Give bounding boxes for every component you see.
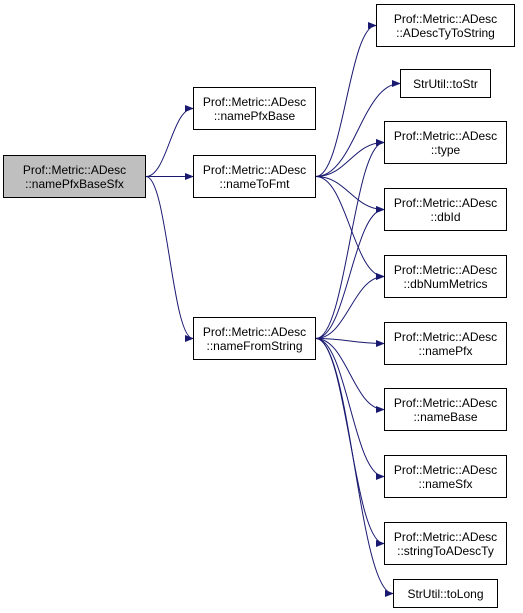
edge-nameFromString-to-dbNumMetrics [315,272,385,339]
node-dbNumMetrics[interactable]: Prof::Metric::ADesc ::dbNumMetrics [384,255,507,298]
node-toLong-line1: StrUtil::toLong [407,586,484,601]
node-nameBase-line1: Prof::Metric::ADesc [393,395,498,410]
edge-root-to-nameFromString [145,176,194,343]
edge-root-to-namePfxBase [145,104,194,177]
node-namePfx-line1: Prof::Metric::ADesc [393,329,498,344]
node-stringToADescTy[interactable]: Prof::Metric::ADesc ::stringToADescTy [384,522,507,565]
node-namePfx-line2: ::namePfx [418,343,473,358]
node-namePfxBase-line2: ::namePfxBase [213,108,296,123]
node-ADescTyToString[interactable]: Prof::Metric::ADesc ::ADescTyToString [376,4,515,47]
edge-nameToFmt-to-type [315,138,385,177]
edge-nameFromString-to-nameSfx [315,338,385,481]
node-ADescTyToString-line1: Prof::Metric::ADesc [393,11,498,26]
node-dbId-line2: ::dbId [430,209,461,224]
node-nameSfx[interactable]: Prof::Metric::ADesc ::nameSfx [384,455,507,498]
node-nameToFmt-line2: ::nameToFmt [219,176,290,191]
node-stringToADescTy-line2: ::stringToADescTy [397,543,494,558]
edge-nameToFmt-to-dbNumMetrics [315,176,385,281]
node-root-line1: Prof::Metric::ADesc [22,162,127,177]
node-nameSfx-line2: ::nameSfx [418,476,473,491]
node-nameBase[interactable]: Prof::Metric::ADesc ::nameBase [384,388,507,431]
node-nameFromString-line1: Prof::Metric::ADesc [202,324,307,339]
node-type-line2: ::type [430,142,461,157]
node-stringToADescTy-line1: Prof::Metric::ADesc [393,529,498,544]
node-namePfx[interactable]: Prof::Metric::ADesc ::namePfx [384,322,507,365]
edge-nameFromString-to-namePfx [315,338,385,348]
edge-nameFromString-to-toLong [315,338,394,598]
node-namePfxBase-line1: Prof::Metric::ADesc [202,94,307,109]
node-dbNumMetrics-line2: ::dbNumMetrics [403,276,488,291]
edge-nameFromString-to-nameBase [315,338,385,414]
node-toStr[interactable]: StrUtil::toStr [400,69,491,98]
node-ADescTyToString-line2: ::ADescTyToString [396,25,495,40]
node-nameToFmt[interactable]: Prof::Metric::ADesc ::nameToFmt [193,155,316,198]
node-type-line1: Prof::Metric::ADesc [393,128,498,143]
edge-nameToFmt-to-toStr [315,79,401,177]
node-toStr-line1: StrUtil::toStr [413,76,478,91]
node-type[interactable]: Prof::Metric::ADesc ::type [384,121,507,164]
node-root-line2: ::namePfxBaseSfx [25,176,124,191]
node-nameBase-line2: ::nameBase [413,409,478,424]
edge-nameFromString-to-dbId [315,205,385,339]
node-nameFromString[interactable]: Prof::Metric::ADesc ::nameFromString [193,317,316,360]
node-root-namePfxBaseSfx: Prof::Metric::ADesc ::namePfxBaseSfx [3,155,146,198]
edge-nameToFmt-to-ADescTyToString [315,21,377,177]
edge-nameToFmt-to-dbId [315,176,385,214]
node-nameToFmt-line1: Prof::Metric::ADesc [202,162,307,177]
node-dbNumMetrics-line1: Prof::Metric::ADesc [393,262,498,277]
node-dbId-line1: Prof::Metric::ADesc [393,195,498,210]
node-dbId[interactable]: Prof::Metric::ADesc ::dbId [384,188,507,231]
edge-nameFromString-to-type [315,138,385,339]
node-nameSfx-line1: Prof::Metric::ADesc [393,462,498,477]
node-nameFromString-line2: ::nameFromString [206,338,303,353]
node-toLong[interactable]: StrUtil::toLong [393,579,498,608]
node-namePfxBase[interactable]: Prof::Metric::ADesc ::namePfxBase [193,87,316,130]
